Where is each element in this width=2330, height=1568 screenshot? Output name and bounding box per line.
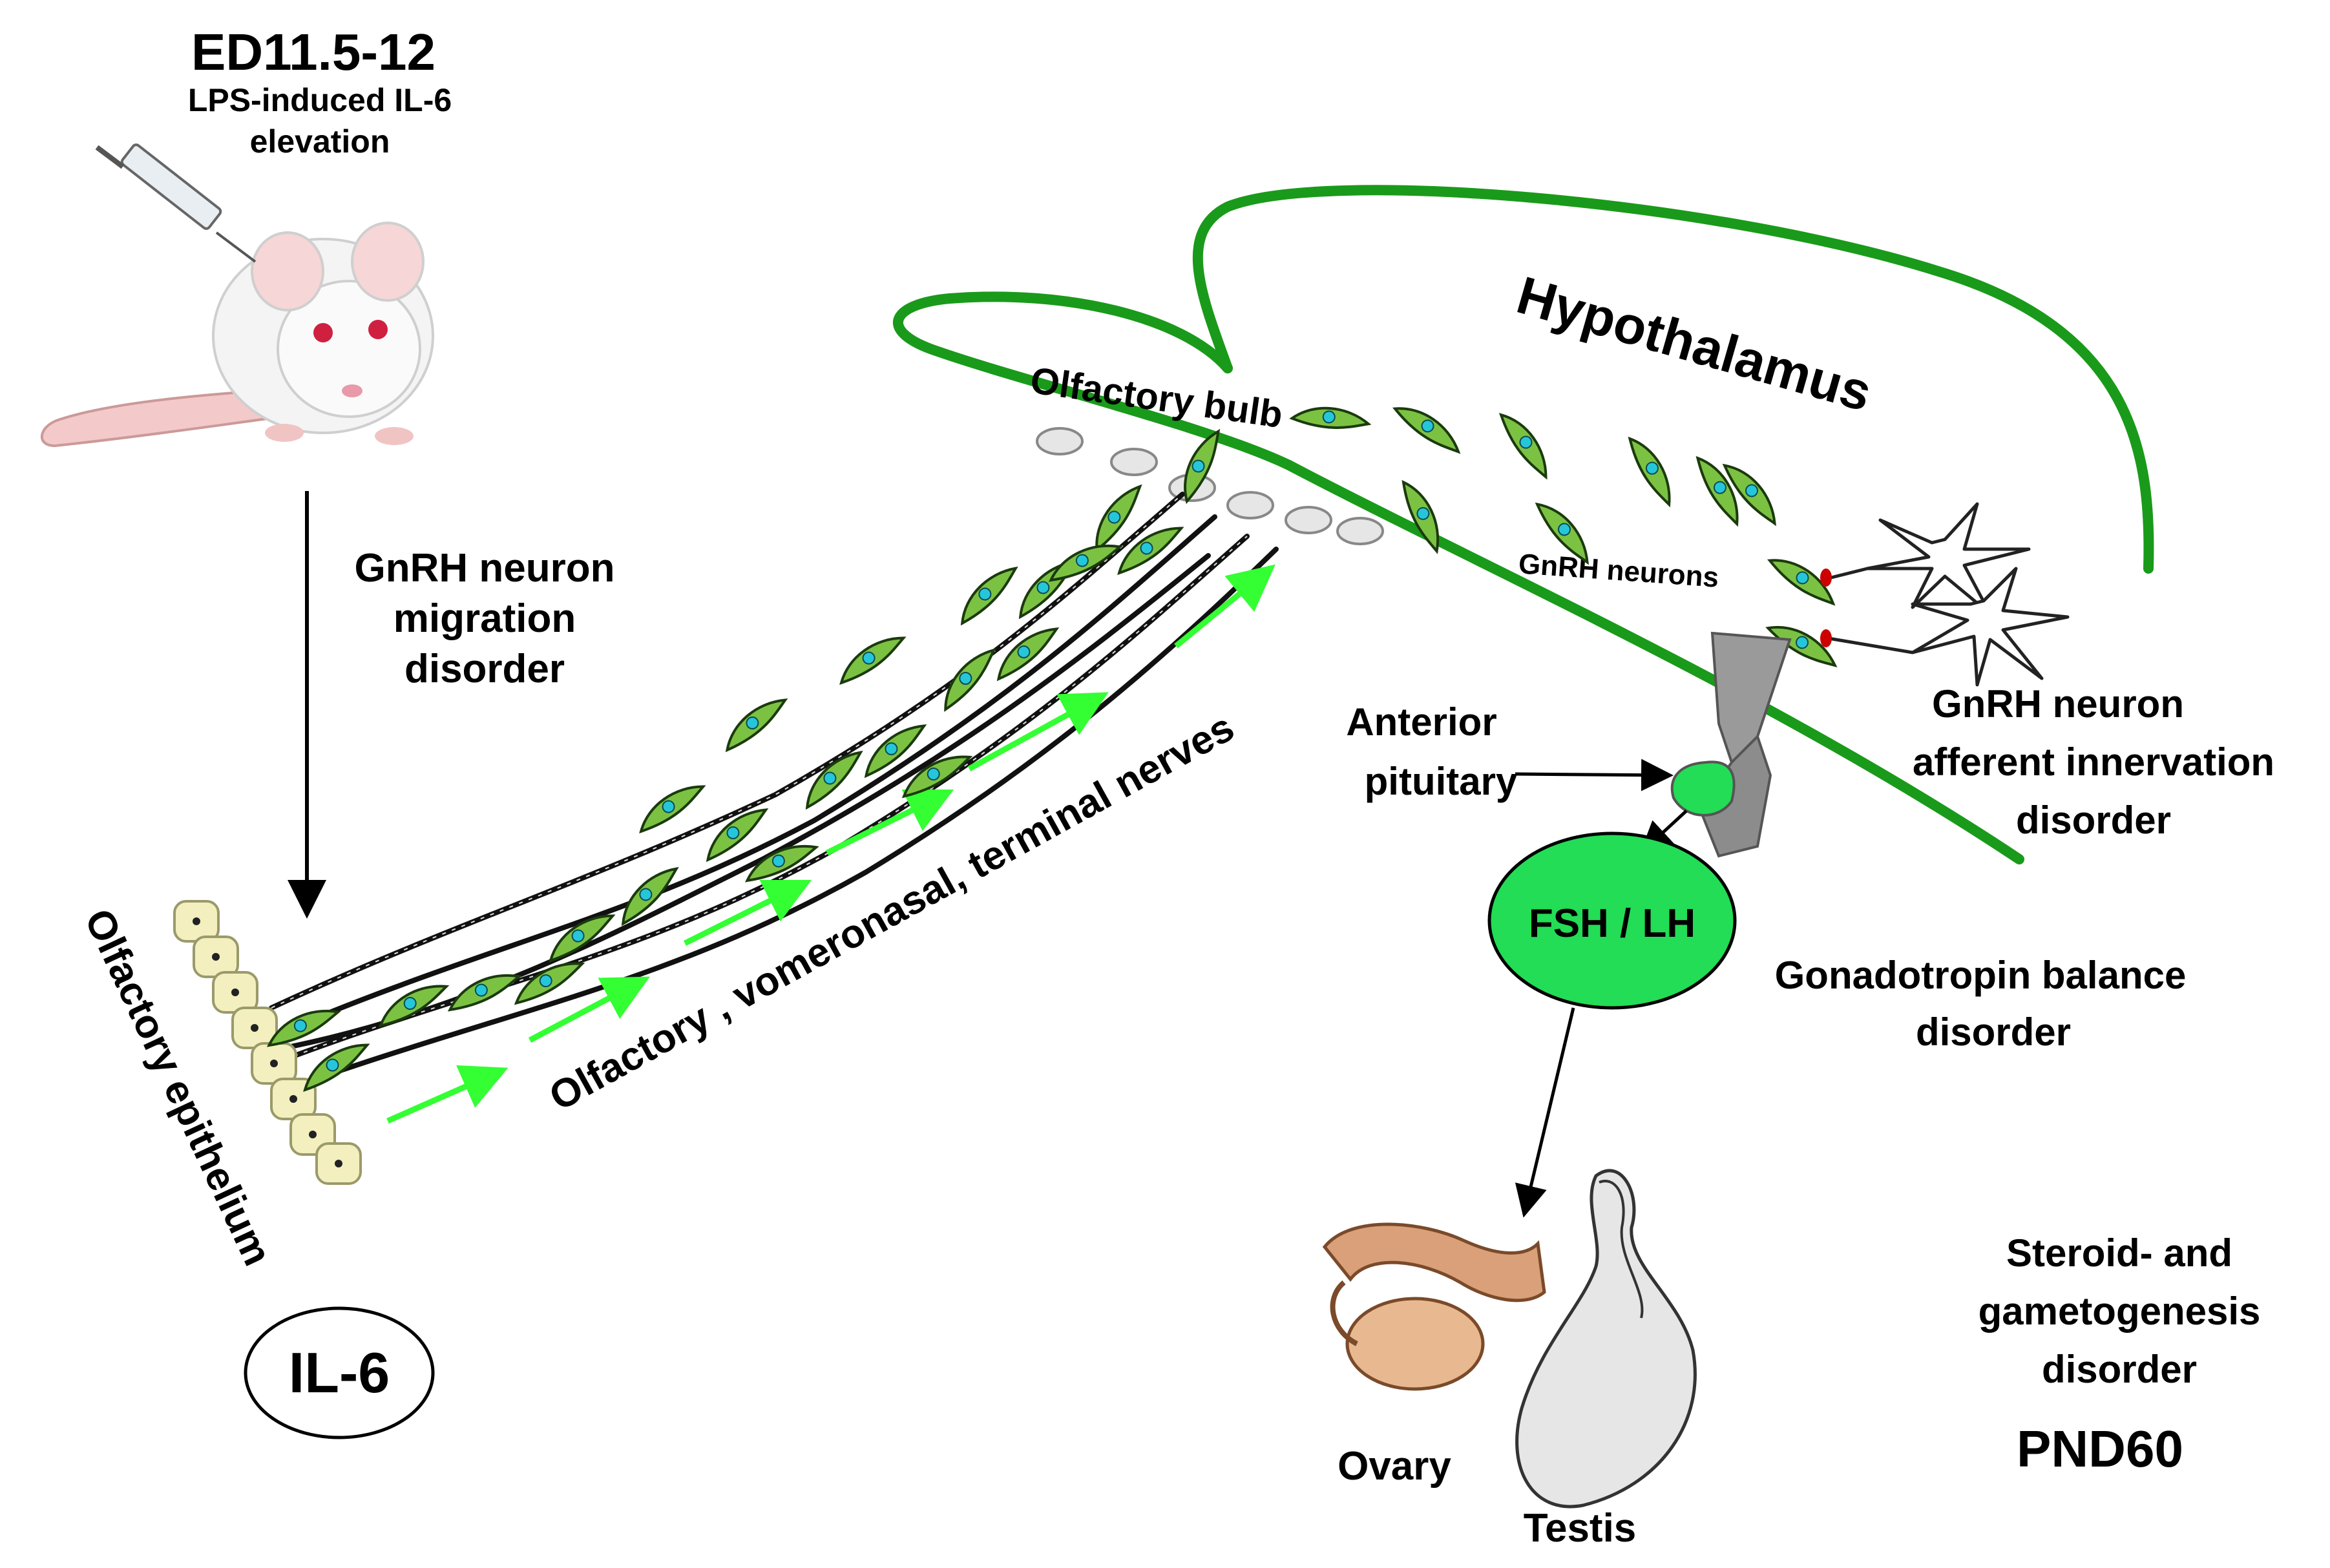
gnrh-neuron-cell	[1392, 407, 1461, 454]
afferent-label-line1: GnRH neuron	[1932, 682, 2184, 726]
gnrh-neuron-cell	[944, 648, 996, 712]
afferent-neurons	[1828, 502, 2070, 687]
gnrh-neuron-cell	[1695, 455, 1739, 527]
syringe-icon	[95, 143, 257, 263]
anterior-pituitary-lobe	[1670, 760, 1736, 817]
rat-ear-left	[251, 231, 324, 311]
epithelium-nuclei	[193, 917, 342, 1167]
afferent-label-line3: disorder	[2016, 799, 2171, 842]
gnrh-neuron-group	[266, 406, 1838, 1092]
steroid-label-line1: Steroid- and	[2006, 1231, 2232, 1275]
gnrh-neuron-cell	[303, 1043, 370, 1092]
epididymis-shape	[1599, 1180, 1644, 1319]
gnrh-neuron-cell	[805, 750, 863, 810]
gnrh-neuron-cell	[1095, 484, 1142, 553]
gnrh-neuron-cell	[744, 844, 819, 883]
afferent-neuron-lower	[1911, 567, 2070, 687]
stage-day-label: ED11.5-12	[191, 23, 436, 81]
gnrh-neurons-label: GnRH neurons	[1518, 548, 1720, 594]
nerves-label: Olfactory , vomeronasal, terminal nerves	[542, 705, 1241, 1120]
migration-label-line1: GnRH neuron	[355, 546, 615, 591]
gnrh-neuron-cell	[1401, 479, 1440, 554]
oviduct-shape	[1330, 1280, 1358, 1346]
anterior-pituitary-label-line1: Anterior	[1346, 700, 1496, 744]
olfactory-bulb-label: Olfactory bulb	[1028, 359, 1285, 436]
gnrh-neuron-cell	[621, 866, 679, 926]
fsh-lh-label: FSH / LH	[1529, 901, 1695, 946]
ovary-illustration	[1322, 1222, 1546, 1391]
hypothalamus-label: Hypothalamus	[1511, 266, 1878, 423]
fsh-lh-ellipse	[1487, 831, 1737, 1010]
gnrh-neuron-cell	[839, 636, 907, 685]
gnrh-neuron-cell	[1722, 463, 1776, 527]
migration-label-line3: disorder	[404, 647, 565, 691]
afferent-neuron-upper	[1865, 502, 2031, 616]
gnrh-neuron-cell	[960, 566, 1018, 626]
anterior-pituitary-label-line2: pituitary	[1365, 760, 1518, 803]
gnrh-neuron-cell	[639, 785, 706, 834]
rat-tail	[41, 386, 304, 448]
lps-label-line1: LPS-induced IL-6	[188, 82, 452, 118]
rat-foot-left	[265, 424, 304, 442]
uterus-shape	[1322, 1222, 1546, 1302]
testis-label: Testis	[1524, 1506, 1637, 1551]
gnrh-neuron-cell	[864, 724, 927, 779]
anterior-pituitary-pointer	[1515, 758, 1674, 791]
rat-ear-right	[351, 222, 425, 302]
il6-label: IL-6	[289, 1341, 390, 1405]
brain-base-line	[1284, 460, 2024, 864]
gnrh-neuron-cell	[378, 985, 450, 1028]
gnrh-neuron-cell	[266, 1009, 341, 1047]
migration-label-line2: migration	[394, 596, 576, 641]
rat-foot-right	[375, 427, 414, 445]
rat-illustration	[41, 143, 434, 448]
gnrh-neuron-cell	[725, 698, 788, 753]
gonadotropin-label-line1: Gonadotropin balance	[1775, 954, 2187, 997]
pituitary	[1670, 631, 1792, 858]
fsh-to-gonads-arrow	[1515, 1007, 1575, 1218]
gnrh-neuron-cell	[996, 627, 1060, 682]
gnrh-neuron-cell	[514, 962, 585, 1005]
pnd-label: PND60	[2017, 1420, 2183, 1478]
olfactory-epithelium-label: Olfactory epithelium	[76, 903, 280, 1272]
lps-label-line2: elevation	[250, 123, 390, 160]
gnrh-neuron-cell	[1535, 502, 1589, 565]
rat-head	[277, 280, 421, 418]
gnrh-neuron-cell	[447, 974, 522, 1012]
gnrh-neuron-cell	[1048, 544, 1123, 582]
rat-eye-right	[368, 320, 388, 339]
steroid-label-line2: gametogenesis	[1978, 1290, 2261, 1333]
gnrh-neuron-cell	[706, 808, 769, 862]
il6-ellipse	[244, 1306, 435, 1439]
gnrh-neuron-cell	[1117, 527, 1184, 576]
brain-outline	[893, 185, 2154, 864]
gnrh-neuron-cell	[1498, 413, 1548, 480]
steroid-label-line3: disorder	[2042, 1348, 2197, 1391]
gonadotropin-label-line2: disorder	[1916, 1010, 2071, 1054]
gnrh-neuron-cell	[1289, 406, 1372, 430]
testis-shape	[1515, 1169, 1697, 1509]
rat-eye-left	[313, 323, 333, 342]
ovary-shape	[1345, 1297, 1485, 1391]
gnrh-neuron-cell	[1767, 559, 1836, 606]
gnrh-neuron-cell	[901, 755, 973, 799]
gnrh-neuron-cell	[1765, 625, 1838, 668]
ovary-label: Ovary	[1338, 1444, 1451, 1489]
afferent-label-line2: afferent innervation	[1913, 740, 2274, 784]
migration-green-arrows	[386, 564, 1275, 1124]
rat-nose	[342, 384, 362, 397]
gnrh-neuron-cell	[1184, 428, 1221, 505]
synaptic-terminals	[1820, 569, 1832, 647]
olfactory-bulb-outline	[893, 291, 1294, 470]
hypothalamus-outline	[1192, 185, 2154, 574]
gnrh-neuron-cell	[549, 914, 616, 963]
testis-illustration	[1515, 1169, 1697, 1509]
gnrh-neuron-cell	[1628, 436, 1671, 508]
